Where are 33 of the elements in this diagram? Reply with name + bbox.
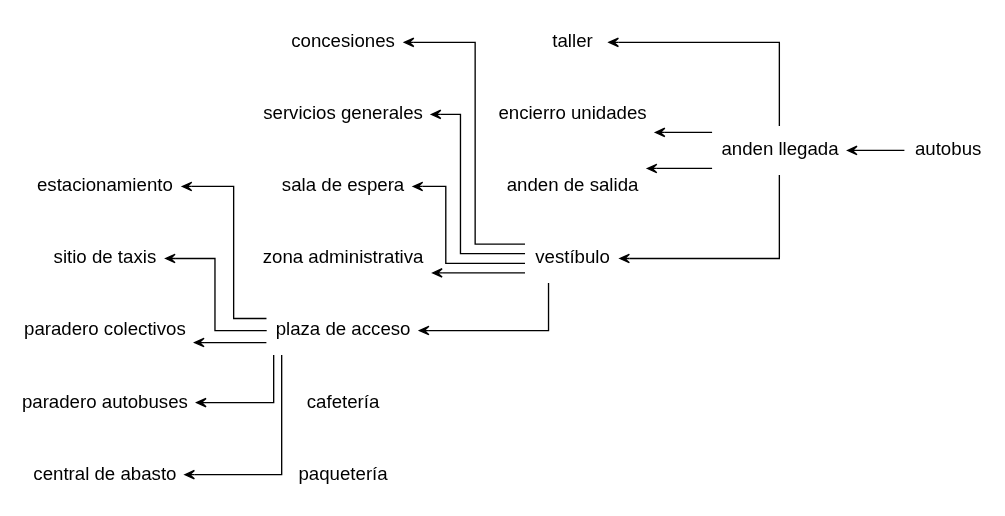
arrow (608, 37, 780, 127)
node-text: central de abasto (33, 462, 177, 484)
arrow (847, 145, 906, 155)
label: cafetería (306, 390, 380, 412)
node-text: anden llegada (721, 137, 839, 159)
arrow (403, 37, 526, 245)
arrow (184, 353, 283, 479)
node-text: autobus (914, 137, 982, 159)
node-text: estacionamiento (36, 173, 173, 195)
node-text: sala de espera (281, 173, 405, 195)
node-text: vestíbulo (535, 245, 610, 267)
arrow (165, 253, 268, 331)
label: paquetería (298, 462, 388, 484)
node-text: sitio de taxis (53, 245, 157, 267)
arrow (432, 267, 526, 278)
node-text: encierro unidades (498, 101, 647, 123)
arrow (194, 337, 268, 347)
arrow (412, 181, 526, 264)
node-text: plaza de acceso (275, 317, 411, 339)
arrow (196, 353, 275, 407)
node-text: paradero colectivos (24, 317, 186, 339)
arrow (646, 163, 713, 173)
arrow (654, 127, 713, 137)
arrow (619, 173, 780, 263)
arrow (418, 281, 550, 335)
node-text: servicios generales (263, 101, 423, 123)
node-text: taller (552, 29, 593, 51)
node-text: anden de salida (506, 173, 639, 195)
node-text: paradero autobuses (21, 390, 188, 412)
node-text: concesiones (291, 29, 395, 51)
arrow (181, 181, 268, 319)
arrow (430, 109, 526, 254)
node-text: zona administrativa (262, 245, 424, 267)
